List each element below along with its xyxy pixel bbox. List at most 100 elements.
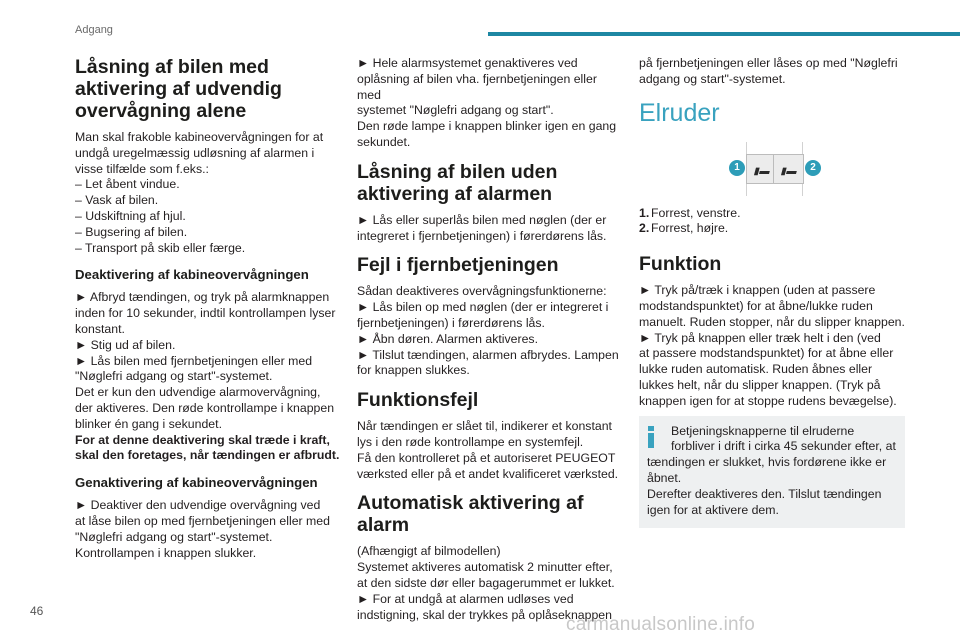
heading-function: Funktion: [639, 253, 722, 276]
text-line: – Bugsering af bilen.: [75, 224, 188, 239]
text-line: Betjeningsknapperne til elruderne: [671, 423, 855, 438]
text-line: adgang og start"-systemet.: [639, 71, 786, 86]
text-line: lys i den røde kontrollampe en systemfej…: [357, 434, 584, 449]
no-alarm-text: ► Lås eller superlås bilen med nøglen (d…: [357, 213, 623, 245]
text-line: Det er kun den udvendige alarmovervågnin…: [75, 385, 321, 400]
text-line: at passere modstandspunktet) for at åbne…: [639, 346, 894, 361]
text-line: manuelt. Ruden stopper, når du slipper k…: [639, 314, 905, 329]
text-line: blinker én gang i sekundet.: [75, 416, 222, 431]
callout-2-badge: 2: [805, 159, 821, 176]
text-line: inden for 10 sekunder, indtil kontrollam…: [75, 306, 336, 321]
list-item: 1. Forrest, venstre.: [639, 206, 905, 222]
heading-deactivation: Deaktivering af kabineovervågningen: [75, 267, 309, 283]
text-line: Man skal frakoble kabineovervågningen fo…: [75, 130, 324, 144]
column-1: Låsning af bilen med aktivering af udven…: [75, 56, 341, 561]
warning-line: For at denne deaktivering skal træde i k…: [75, 432, 330, 447]
text-line: visse tilfælde som f.eks.:: [75, 161, 209, 176]
info-icon: [648, 425, 654, 448]
text-line: på fjernbetjeningen eller låses op med "…: [639, 56, 898, 70]
text-line: der aktiveres. Den røde kontrollampe i k…: [75, 400, 335, 415]
text-line: lukke ruden automatisk. Ruden åbnes elle…: [639, 362, 873, 377]
text-line: – Udskiftning af hjul.: [75, 208, 186, 223]
window-switch-figure: ▮▬ ▮▬ 1 2: [729, 141, 821, 196]
text-line: ► For at undgå at alarmen udløses ved: [357, 591, 574, 606]
text-line: oplåsning af bilen vha. fjernbetjeningen…: [357, 71, 597, 102]
warning-line: skal den foretages, når tændingen er afb…: [75, 448, 340, 463]
text-line: systemet "Nøglefri adgang og start".: [357, 103, 554, 118]
text-line: sekundet.: [357, 134, 411, 149]
section-label: Adgang: [75, 24, 113, 36]
text-line: undgå uregelmæssig udløsning af alarmen …: [75, 145, 315, 160]
text-line: ► Afbryd tændingen, og tryk på alarmknap…: [75, 290, 330, 305]
text-line: ► Lås eller superlås bilen med nøglen (d…: [357, 212, 607, 227]
window-list: 1. Forrest, venstre. 2. Forrest, højre.: [639, 206, 905, 238]
continued-text: ► Hele alarmsystemet genaktiveres ved op…: [357, 56, 623, 151]
text-line: indstigning, skal der trykkes på oplåsek…: [357, 607, 612, 622]
switch-divider: [773, 153, 774, 184]
text-line: Systemet aktiveres automatisk 2 minutter…: [357, 560, 613, 575]
text-line: ► Lås bilen med fjernbetjeningen eller m…: [75, 353, 313, 368]
list-text: Forrest, højre.: [651, 221, 729, 236]
column-3: på fjernbetjeningen eller låses op med "…: [639, 56, 905, 529]
deactivation-text: ► Afbryd tændingen, og tryk på alarmknap…: [75, 290, 341, 464]
heading-malfunction: Funktionsfejl: [357, 389, 479, 412]
callout-1-badge: 1: [729, 159, 745, 176]
column-2: ► Hele alarmsystemet genaktiveres ved op…: [357, 56, 623, 623]
heading-remote-fault: Fejl i fjernbetjeningen: [357, 254, 559, 277]
text-line: Kontrollampen i knappen slukker.: [75, 545, 257, 560]
heading-locking-no-alarm: Låsning af bilen uden aktivering af alar…: [357, 160, 558, 205]
text-line: "Nøglefri adgang og start"-systemet.: [75, 369, 273, 384]
text-line: at den sidste dør eller bagagerummet er …: [357, 575, 615, 590]
text-line: – Transport på skib eller færge.: [75, 240, 246, 255]
heading-reactivation: Genaktivering af kabineovervågningen: [75, 475, 318, 491]
text-line: (Afhængigt af bilmodellen): [357, 544, 501, 559]
heading-locking-exterior: Låsning af bilen med aktivering af udven…: [75, 56, 282, 122]
text-line: Derefter deaktiveres den. Tilslut tændin…: [647, 486, 882, 501]
text-line: Den røde lampe i knappen blinker igen en…: [357, 119, 617, 134]
text-line: igen for at aktivere dem.: [647, 502, 779, 517]
text-line: ► Tilslut tændingen, alarmen afbrydes. L…: [357, 347, 619, 362]
text-line: Når tændingen er slået til, indikerer et…: [357, 419, 612, 434]
text-line: knappen igen for at stoppe rudens bevæge…: [639, 393, 897, 408]
reactivation-text: ► Deaktiver den udvendige overvågning ve…: [75, 498, 341, 561]
text-line: fjernbetjeningen) i førerdørens lås.: [357, 315, 545, 330]
text-line: lukkes helt, når du slipper knappen. (Tr…: [639, 377, 881, 392]
info-box: Betjeningsknapperne til elruderne forbli…: [639, 415, 905, 529]
list-number: 2.: [639, 221, 650, 236]
text-line: integreret i fjernbetjeningen) i førerdø…: [357, 228, 607, 243]
switch-panel: [746, 153, 804, 184]
continued-text: på fjernbetjeningen eller låses op med "…: [639, 56, 905, 88]
text-line: Sådan deaktiveres overvågningsfunktioner…: [357, 284, 607, 299]
text-line: – Vask af bilen.: [75, 193, 159, 208]
text-line: åbnet.: [647, 470, 682, 485]
remote-fault-text: Sådan deaktiveres overvågningsfunktioner…: [357, 284, 623, 379]
heading-power-windows: Elruder: [639, 98, 720, 127]
text-line: for knappen slukkes.: [357, 363, 470, 378]
text-line: ► Tryk på knappen eller træk helt i den …: [639, 330, 881, 345]
text-line: Få den kontrolleret på et autoriseret PE…: [357, 450, 616, 465]
malfunction-text: Når tændingen er slået til, indikerer et…: [357, 419, 623, 482]
page-number: 46: [30, 604, 44, 618]
intro-text: Man skal frakoble kabineovervågningen fo…: [75, 130, 341, 256]
list-item: 2. Forrest, højre.: [639, 221, 905, 237]
text-line: ► Deaktiver den udvendige overvågning ve…: [75, 498, 321, 513]
text-line: ► Stig ud af bilen.: [75, 337, 176, 352]
text-line: ► Hele alarmsystemet genaktiveres ved: [357, 56, 578, 70]
text-line: ► Åbn døren. Alarmen aktiveres.: [357, 331, 538, 346]
function-text: ► Tryk på/træk i knappen (uden at passer…: [639, 283, 905, 409]
text-line: ► Tryk på/træk i knappen (uden at passer…: [639, 283, 876, 298]
text-line: at låse bilen op med fjernbetjeningen el…: [75, 513, 330, 528]
text-line: modstandspunktet) for at åbne/lukke rude…: [639, 298, 873, 313]
text-line: konstant.: [75, 321, 125, 336]
text-line: tændingen er slukket, hvis fordørene ikk…: [647, 455, 887, 470]
list-number: 1.: [639, 205, 650, 220]
auto-activation-text: (Afhængigt af bilmodellen) Systemet akti…: [357, 544, 623, 623]
watermark: carmanualsonline.info: [566, 614, 756, 635]
text-line: – Let åbent vindue.: [75, 177, 180, 192]
text-line: "Nøglefri adgang og start"-systemet.: [75, 529, 273, 544]
heading-auto-activation: Automatisk aktivering af alarm: [357, 492, 584, 537]
list-text: Forrest, venstre.: [651, 205, 741, 220]
header-rule: [488, 32, 960, 36]
text-line: værksted eller på et andet kvalificeret …: [357, 466, 619, 481]
text-line: ► Lås bilen op med nøglen (der er integr…: [357, 300, 609, 315]
